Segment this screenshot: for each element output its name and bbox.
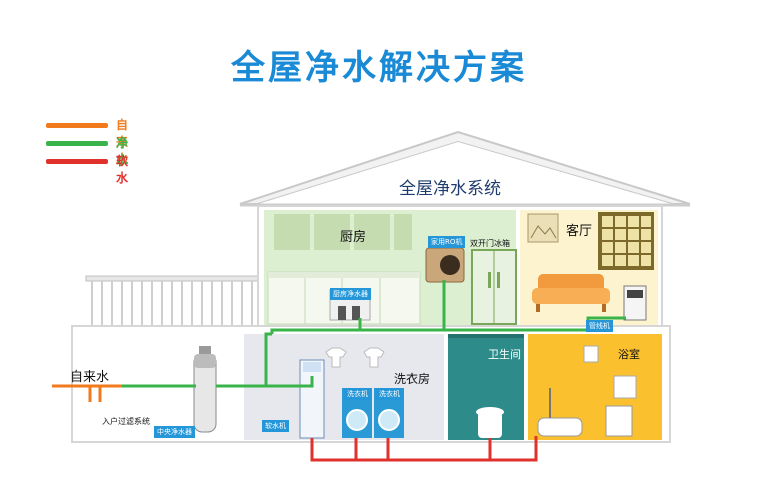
entry-filter-unit	[193, 346, 217, 433]
pipeline-machine-tag: 管线机	[586, 320, 613, 332]
legend-label: 自来水	[116, 118, 129, 166]
balcony-railing	[85, 275, 265, 326]
kitchen-room	[264, 210, 517, 326]
kitchen-label: 厨房	[340, 230, 367, 245]
washer-tag-1: 洗衣机	[344, 388, 371, 400]
legend-label: 净水	[116, 136, 129, 167]
soft-water-pipe	[310, 436, 538, 462]
living-room-label: 客厅	[566, 224, 593, 239]
roof-title: 全屋净水系统	[399, 179, 501, 199]
bathroom-room	[528, 334, 662, 440]
toilet-label: 卫生间	[488, 348, 521, 361]
softener-tag: 软水机	[262, 420, 289, 432]
fridge-purifier-tag: 家用RO机	[428, 236, 466, 248]
bathroom-label: 浴室	[618, 348, 640, 361]
legend-label: 软水	[116, 154, 129, 185]
living-room	[520, 210, 658, 326]
laundry-label: 洗衣房	[394, 372, 431, 386]
kitchen-purifier-tag: 厨房净水器	[330, 288, 371, 300]
toilet-room	[448, 334, 524, 440]
tap-water-pipe	[52, 384, 122, 402]
tap-water-label: 自来水	[70, 370, 110, 385]
entry-filter-label: 入户过滤系统	[102, 417, 150, 426]
legend-swatch	[46, 141, 108, 146]
washer-tag-2: 洗衣机	[376, 388, 403, 400]
legend-swatch	[46, 123, 108, 128]
double-fridge-label: 双开门冰箱	[470, 239, 510, 248]
legend-swatch	[46, 159, 108, 164]
central-purifier-tag: 中央净水器	[154, 426, 195, 438]
page-title: 全屋净水解决方案	[231, 48, 527, 88]
